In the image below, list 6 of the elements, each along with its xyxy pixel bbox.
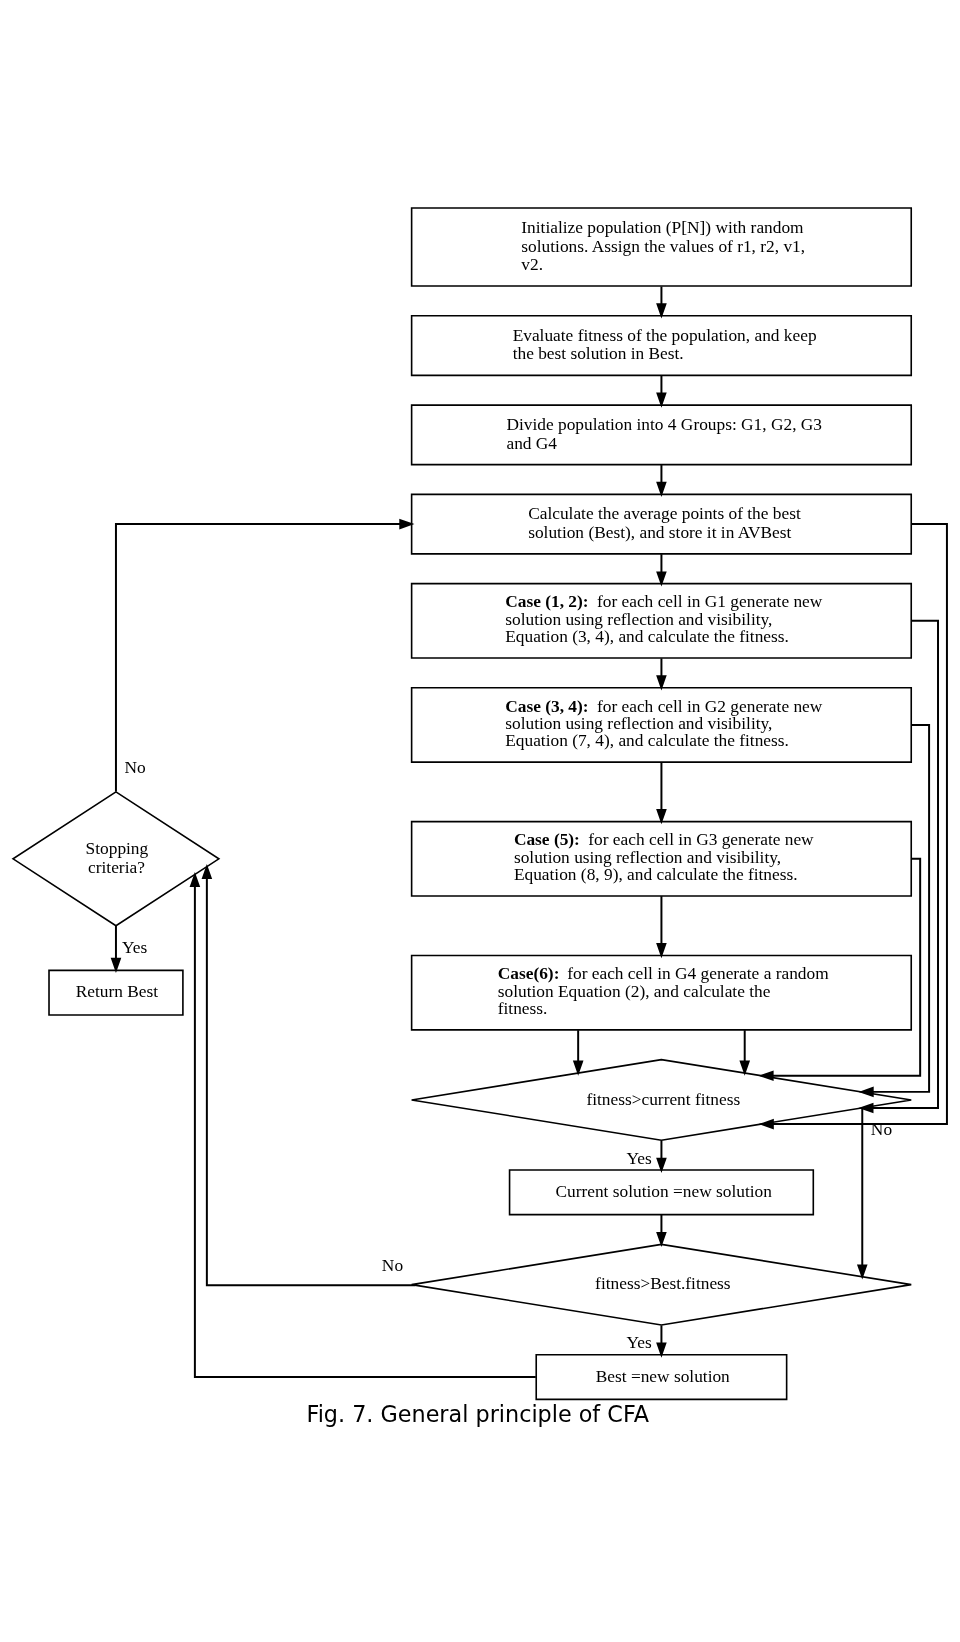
edge-label: No	[124, 758, 146, 778]
edge-label: No	[381, 1255, 404, 1275]
caption: Fig. 7. General principle of CFA	[306, 1401, 649, 1428]
edge-label: Yes	[122, 938, 148, 958]
edge-label: Yes	[626, 1148, 652, 1168]
edge-label: Yes	[626, 1333, 652, 1353]
